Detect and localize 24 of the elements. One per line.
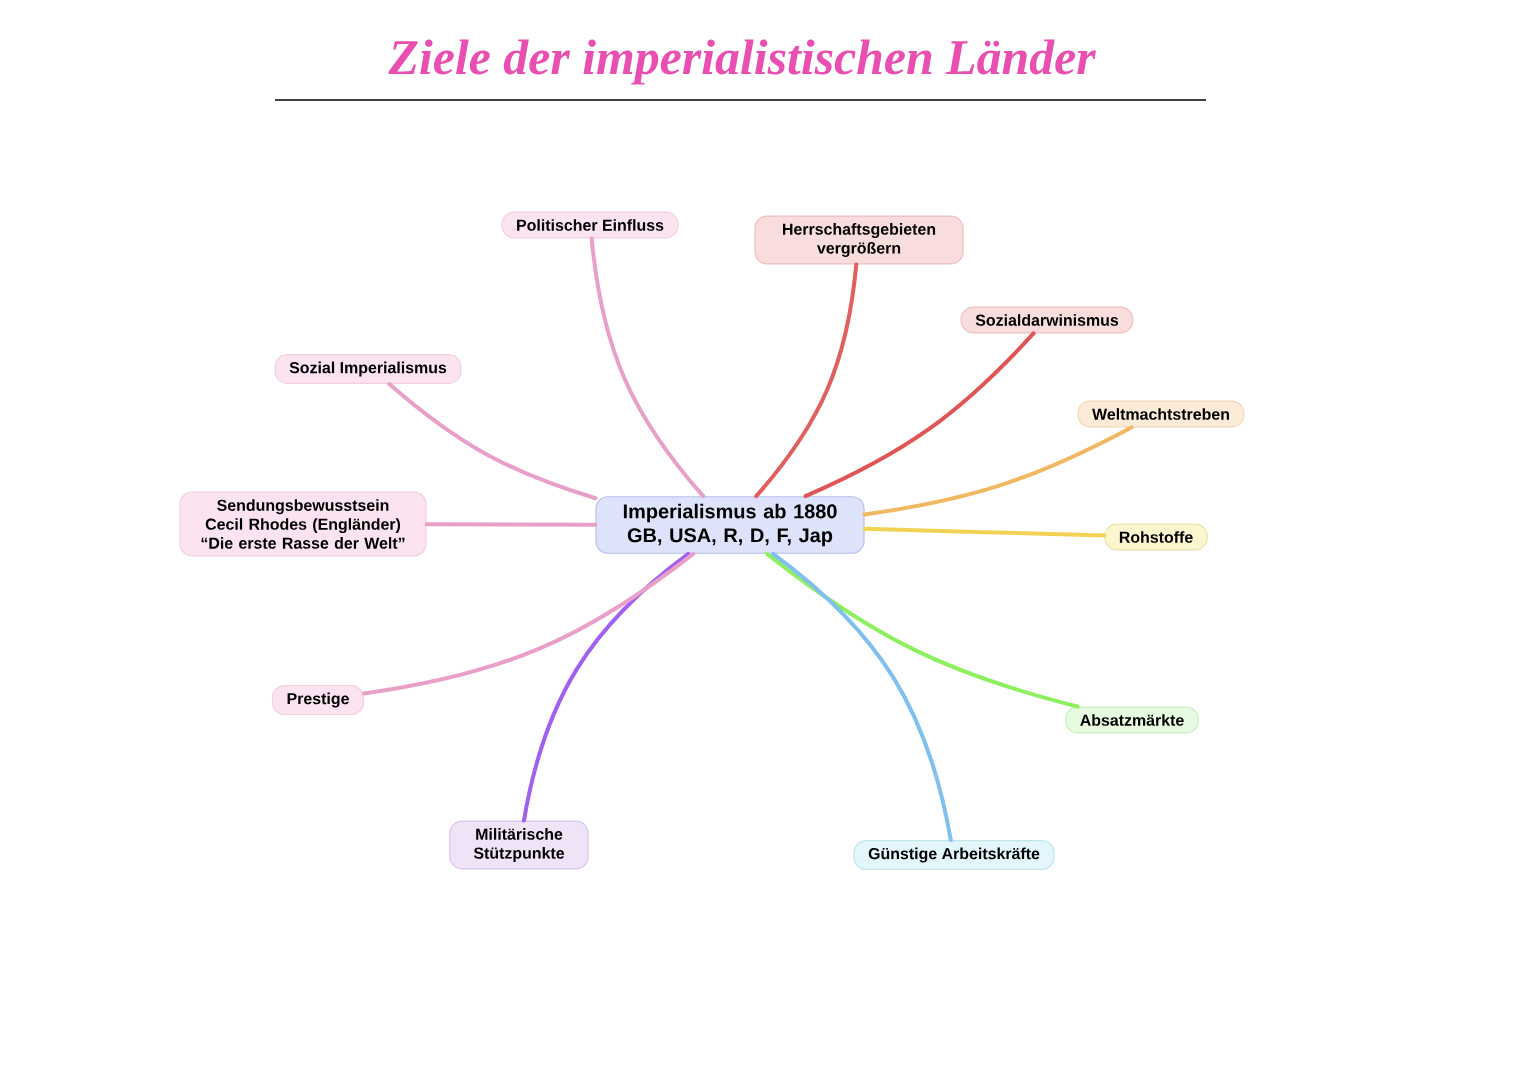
branch-line (387, 382, 598, 501)
branch-box: Politischer Einfluss (501, 211, 679, 239)
branch-line (362, 551, 696, 696)
branch-box: Militärische Stützpunkte (449, 820, 589, 870)
branch-box: Prestige (271, 684, 365, 716)
branch-box: Sozialdarwinismus (960, 306, 1134, 334)
branch-line (589, 236, 706, 499)
branch-box: Sozial Imperialismus (274, 353, 462, 385)
branch-line (803, 331, 1036, 499)
branch-line (521, 551, 691, 823)
branch-box: Absatzmärkte (1065, 706, 1199, 734)
branch-line (765, 551, 1080, 709)
branch-box: Sendungsbewusstsein Cecil Rhodes (Engländer) “Die erste Rasse der Welt” (179, 491, 427, 557)
branch-box: Weltmachtstreben (1077, 400, 1245, 428)
topic-box: Imperialismus ab 1880 GB, USA, R, D, F, Jap (595, 496, 865, 554)
branch-line (754, 262, 859, 499)
branch-box: Herrschaftsgebieten vergrößern (754, 215, 964, 265)
branch-box: Günstige Arbeitskräfte (853, 839, 1055, 871)
branch-line (862, 425, 1134, 517)
branch-line (862, 526, 1107, 538)
branch-line (771, 551, 953, 842)
title: Ziele der imperialistischen Länder (388, 39, 1096, 85)
branch-line (424, 522, 598, 527)
branch-box: Rohstoffe (1104, 523, 1208, 551)
